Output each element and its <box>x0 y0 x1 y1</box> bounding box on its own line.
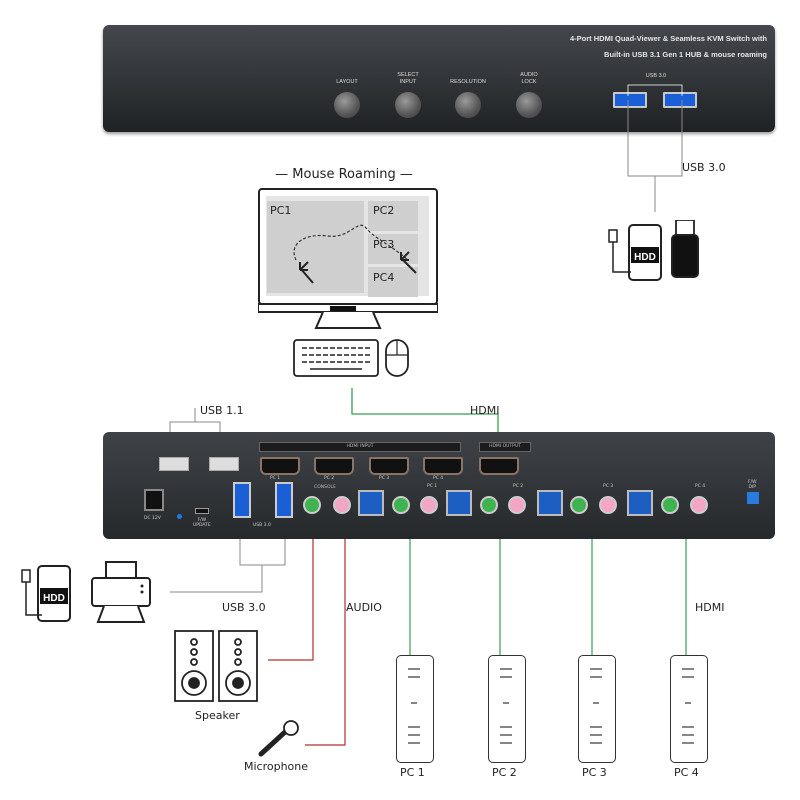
pc3-label: PC 3 <box>582 766 607 779</box>
audio-label: AUDIO <box>346 601 382 614</box>
hdmi-in-3 <box>369 457 409 475</box>
microphone-label: Microphone <box>244 760 309 773</box>
hdmi-bottom-label: HDMI <box>695 601 725 614</box>
rear-usb30-port-2 <box>275 482 293 518</box>
hdmi-top-label: HDMI <box>470 404 500 417</box>
pane-pc2: PC2 <box>373 204 395 217</box>
front-usb-port-1 <box>613 92 647 108</box>
layout-label: LAYOUT <box>336 79 358 85</box>
hdmi-in-1 <box>260 457 300 475</box>
dc-jack <box>144 489 164 511</box>
hdmi-in-4 <box>423 457 463 475</box>
dc-label: DC 12V <box>144 516 161 521</box>
audio-lock-button[interactable] <box>516 92 542 118</box>
pc1-usb-b <box>358 490 384 516</box>
pc1-audio <box>392 496 410 514</box>
speaker-icon <box>174 630 258 702</box>
hdmi-port-label-1: PC 1 <box>270 476 281 481</box>
rear-usb30-label: USB 3.0 <box>253 523 271 528</box>
mouse-usb-port <box>209 457 239 471</box>
layout-button[interactable] <box>334 92 360 118</box>
pc-group-label-3: PC 3 <box>603 484 614 489</box>
usb11-label: USB 1.1 <box>200 404 244 417</box>
pane-pc1: PC1 <box>270 204 292 217</box>
pc3-tower <box>578 655 616 763</box>
dip-switch[interactable] <box>747 492 759 504</box>
pc3-mic <box>599 496 617 514</box>
hdd-printer-icons: HDD <box>21 561 151 623</box>
pc2-audio <box>480 496 498 514</box>
pc3-audio <box>570 496 588 514</box>
pc-group-label-4: PC 4 <box>695 484 706 489</box>
front-panel-title: 4-Port HDMI Quad-Viewer & Seamless KVM S… <box>570 34 767 59</box>
hdd-bottom-text: HDD <box>43 593 65 604</box>
usb30-bottom-label: USB 3.0 <box>222 601 266 614</box>
rear-panel: HDMI INPUT HDMI OUTPUT PC 1 PC 2 PC 3 PC… <box>103 432 775 539</box>
monitor <box>258 188 438 329</box>
fw-dip-label: F/W DIP <box>748 480 757 490</box>
hdd-icon: HDD <box>608 220 699 281</box>
select-input-label: SELECT INPUT <box>397 72 419 85</box>
front-usb-label: USB 3.0 <box>645 73 667 79</box>
hdmi-out <box>479 457 519 475</box>
audio-lock-label: AUDIO LOCK <box>520 72 538 85</box>
usb30-top-label: USB 3.0 <box>682 161 726 174</box>
pc4-tower <box>670 655 708 763</box>
pc2-tower <box>488 655 526 763</box>
fw-update-label: F/W UPDATE <box>193 518 211 528</box>
microphone-icon <box>258 720 299 757</box>
pc-group-label-1: PC 1 <box>427 484 438 489</box>
speaker-label: Speaker <box>195 709 240 722</box>
fw-update-port <box>195 508 209 514</box>
pc4-usb-b <box>627 490 653 516</box>
keyboard-usb-port <box>159 457 189 471</box>
hdd-top-text: HDD <box>634 252 656 263</box>
pc-tower-marks <box>408 668 694 744</box>
hdmi-input-bar: HDMI INPUT <box>259 442 461 452</box>
power-led <box>177 514 182 519</box>
console-audio-out <box>303 496 321 514</box>
mouse-roaming-title: — Mouse Roaming — <box>275 167 413 182</box>
hdmi-output-bar: HDMI OUTPUT <box>479 442 531 452</box>
pc4-label: PC 4 <box>674 766 699 779</box>
hdmi-port-label-3: PC 3 <box>379 476 390 481</box>
keyboard-icon <box>293 339 409 377</box>
resolution-button[interactable] <box>455 92 481 118</box>
select-input-button[interactable] <box>395 92 421 118</box>
front-panel: 4-Port HDMI Quad-Viewer & Seamless KVM S… <box>103 25 775 132</box>
pc4-audio <box>661 496 679 514</box>
pane-pc4: PC4 <box>373 271 395 284</box>
hdmi-port-label-2: PC 2 <box>324 476 335 481</box>
pc1-label: PC 1 <box>400 766 425 779</box>
hdmi-port-label-4: PC 4 <box>433 476 444 481</box>
hdmi-in-2 <box>314 457 354 475</box>
pc4-mic <box>690 496 708 514</box>
rear-usb30-port-1 <box>233 482 251 518</box>
console-mic-in <box>333 496 351 514</box>
pc2-label: PC 2 <box>492 766 517 779</box>
pc2-usb-b <box>446 490 472 516</box>
resolution-label: RESOLUTION <box>450 79 486 85</box>
pc1-mic <box>420 496 438 514</box>
pc2-mic <box>508 496 526 514</box>
pane-pc3: PC3 <box>373 238 395 251</box>
pc3-usb-b <box>537 490 563 516</box>
pc1-tower <box>396 655 434 763</box>
pc-group-label-2: PC 2 <box>513 484 524 489</box>
front-usb-port-2 <box>663 92 697 108</box>
console-label: CONSOLE <box>314 485 336 490</box>
